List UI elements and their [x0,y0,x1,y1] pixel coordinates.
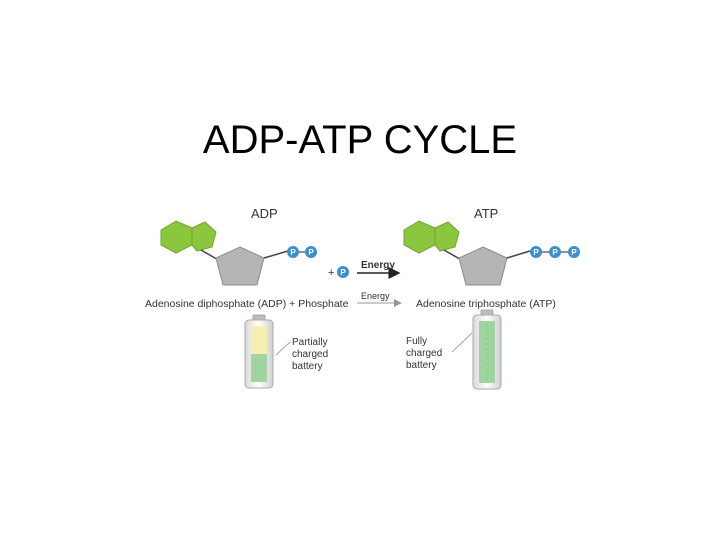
adp-adenine-ring [160,220,193,254]
energy-label-bottom: Energy [361,291,390,301]
adp-battery-empty-portion [251,326,267,354]
adp-battery [244,314,274,389]
adp-molecule: ADP P P [160,206,317,286]
atp-battery-label: Fully charged battery [406,336,445,371]
atp-heading: ATP [474,206,498,221]
atp-phosphate-bond [506,250,531,259]
svg-text:P: P [571,248,577,257]
energy-label-top: Energy [361,260,395,271]
svg-text:P: P [308,248,314,257]
atp-phosphate-1: P [530,246,542,258]
adp-phosphate-1: P [287,246,299,258]
svg-text:P: P [552,248,558,257]
atp-ribose-pentagon [458,246,508,286]
adp-battery-label: Partially charged battery [292,337,331,372]
atp-phosphate-3: P [568,246,580,258]
atp-caption: Adenosine triphosphate (ATP) [416,298,556,310]
atp-adenine-ring [403,220,436,254]
plus-sign: + [328,267,334,279]
adp-heading: ADP [251,206,278,221]
adp-caption: Adenosine diphosphate (ADP) + Phosphate [145,298,349,310]
free-phosphate: P [337,266,349,278]
slide-title: ADP-ATP CYCLE [202,118,518,162]
atp-adenine-ring-2 [434,221,460,252]
atp-phosphate-2: P [549,246,561,258]
adp-phosphate-bond [263,250,289,259]
atp-battery [472,309,502,390]
svg-text:P: P [290,248,296,257]
adp-ribose-pentagon [215,246,265,286]
adp-adenine-ring-2 [191,221,217,252]
atp-molecule: ATP P P P [403,206,580,286]
svg-text:P: P [533,248,539,257]
svg-text:P: P [340,268,346,277]
adp-phosphate-2: P [305,246,317,258]
atp-battery-charge [479,321,495,383]
